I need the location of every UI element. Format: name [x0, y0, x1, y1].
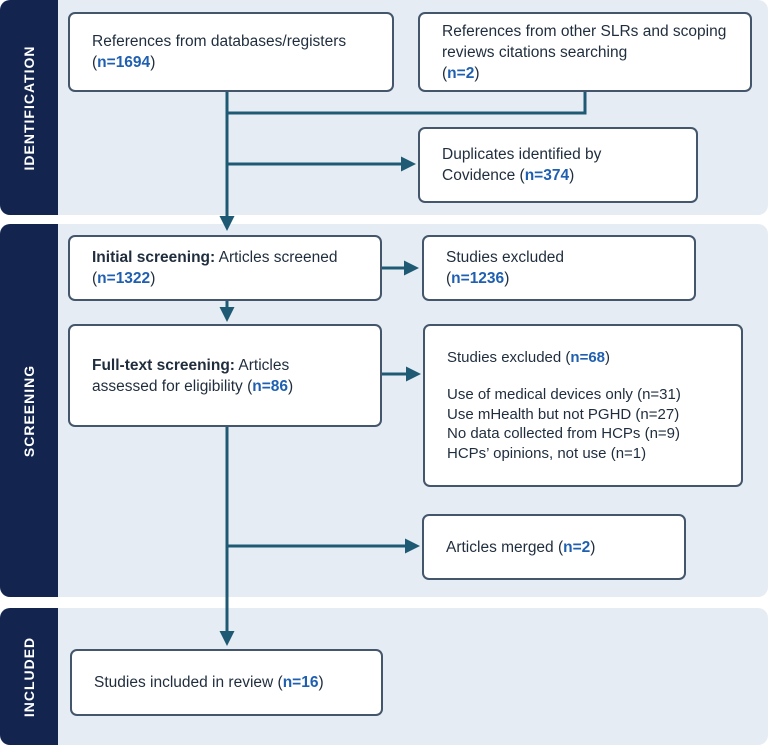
databases-box: References from databases/registers(n=16… [68, 12, 394, 92]
other-sources-count: n=2 [447, 64, 475, 82]
fulltext-screening-count: n=86 [252, 377, 288, 395]
other-sources-text: References from other SLRs and scoping r… [442, 22, 727, 82]
databases-text: References from databases/registers(n=16… [92, 33, 347, 71]
other-sources-box: References from other SLRs and scoping r… [418, 12, 752, 92]
merged-box: Articles merged (n=2) [422, 514, 686, 580]
initial-screening-heading: Initial screening: [92, 249, 216, 266]
databases-count: n=1694 [97, 54, 151, 71]
excluded-initial-count: n=1236 [451, 270, 505, 287]
merged-count: n=2 [563, 538, 591, 556]
excluded-fulltext-heading: Studies excluded (n=68) [447, 348, 611, 366]
excluded-fulltext-count: n=68 [570, 348, 606, 366]
initial-screening-box: Initial screening: Articles screened (n=… [68, 235, 382, 301]
exclusion-reasons: Use of medical devices only (n=31) Use m… [447, 385, 719, 463]
identification-label: IDENTIFICATION [0, 0, 58, 215]
excluded-fulltext-box: Studies excluded (n=68) Use of medical d… [423, 324, 743, 487]
included-count: n=16 [282, 674, 319, 691]
merged-text: Articles merged (n=2) [446, 538, 596, 556]
initial-screening-count: n=1322 [97, 270, 151, 287]
other-sources-connector [227, 92, 587, 115]
fulltext-screening-heading: Full-text screening: [92, 356, 235, 374]
included-box: Studies included in review (n=16) [70, 649, 383, 716]
exclusion-reason: HCPs’ opinions, not use (n=1) [447, 444, 647, 462]
included-label: INCLUDED [0, 608, 58, 745]
duplicates-text: Duplicates identified by Covidence (n=37… [442, 146, 602, 184]
exclusion-reason: Use of medical devices only (n=31) [447, 386, 681, 404]
excluded-initial-text: Studies excluded(n=1236) [446, 249, 565, 287]
excluded-initial-box: Studies excluded(n=1236) [422, 235, 696, 301]
initial-screening-text: Initial screening: Articles screened (n=… [92, 249, 338, 287]
duplicates-box: Duplicates identified by Covidence (n=37… [418, 127, 698, 203]
exclusion-reason: Use mHealth but not PGHD (n=27) [447, 405, 680, 423]
duplicates-count: n=374 [524, 167, 570, 184]
fulltext-screening-text: Full-text screening: Articles assessed f… [92, 356, 294, 395]
screening-label: SCREENING [0, 224, 58, 597]
exclusion-reason: No data collected from HCPs (n=9) [447, 425, 681, 443]
fulltext-screening-box: Full-text screening: Articles assessed f… [68, 324, 382, 427]
included-text: Studies included in review (n=16) [94, 674, 324, 691]
